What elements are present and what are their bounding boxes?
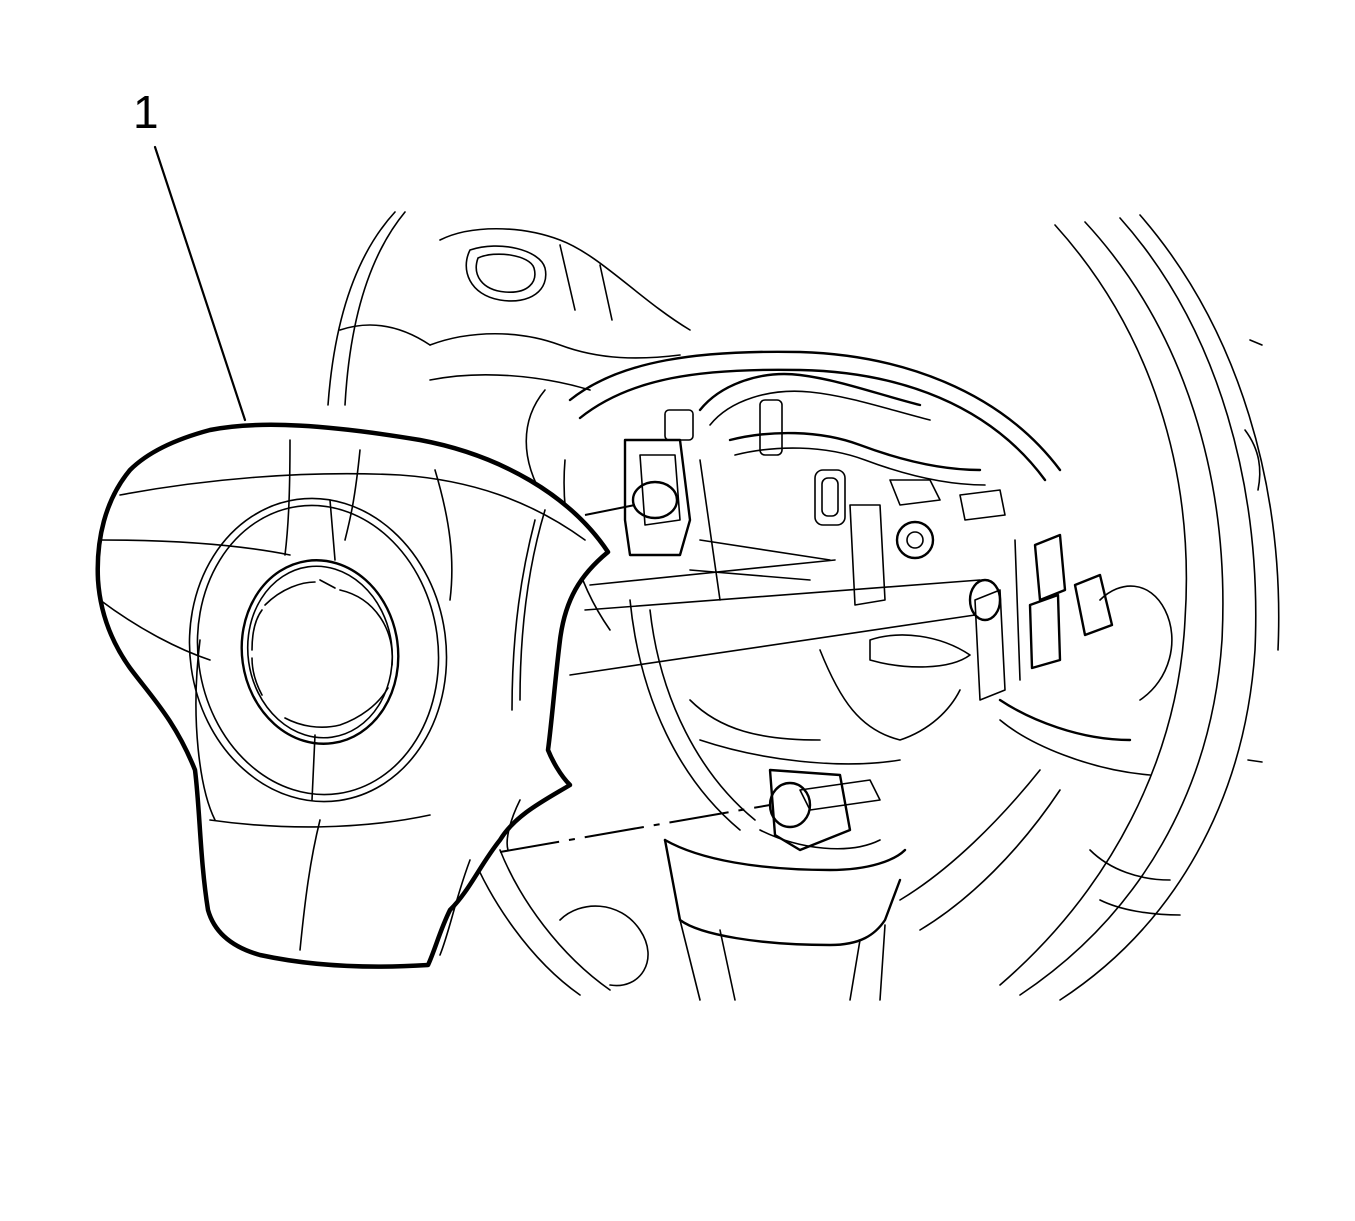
alignment-lines (499, 504, 981, 853)
callout-number: 1 (133, 86, 159, 138)
steering-wheel (327, 211, 1280, 1001)
airbag-module (95, 422, 611, 969)
callout-1: 1 (133, 86, 247, 422)
